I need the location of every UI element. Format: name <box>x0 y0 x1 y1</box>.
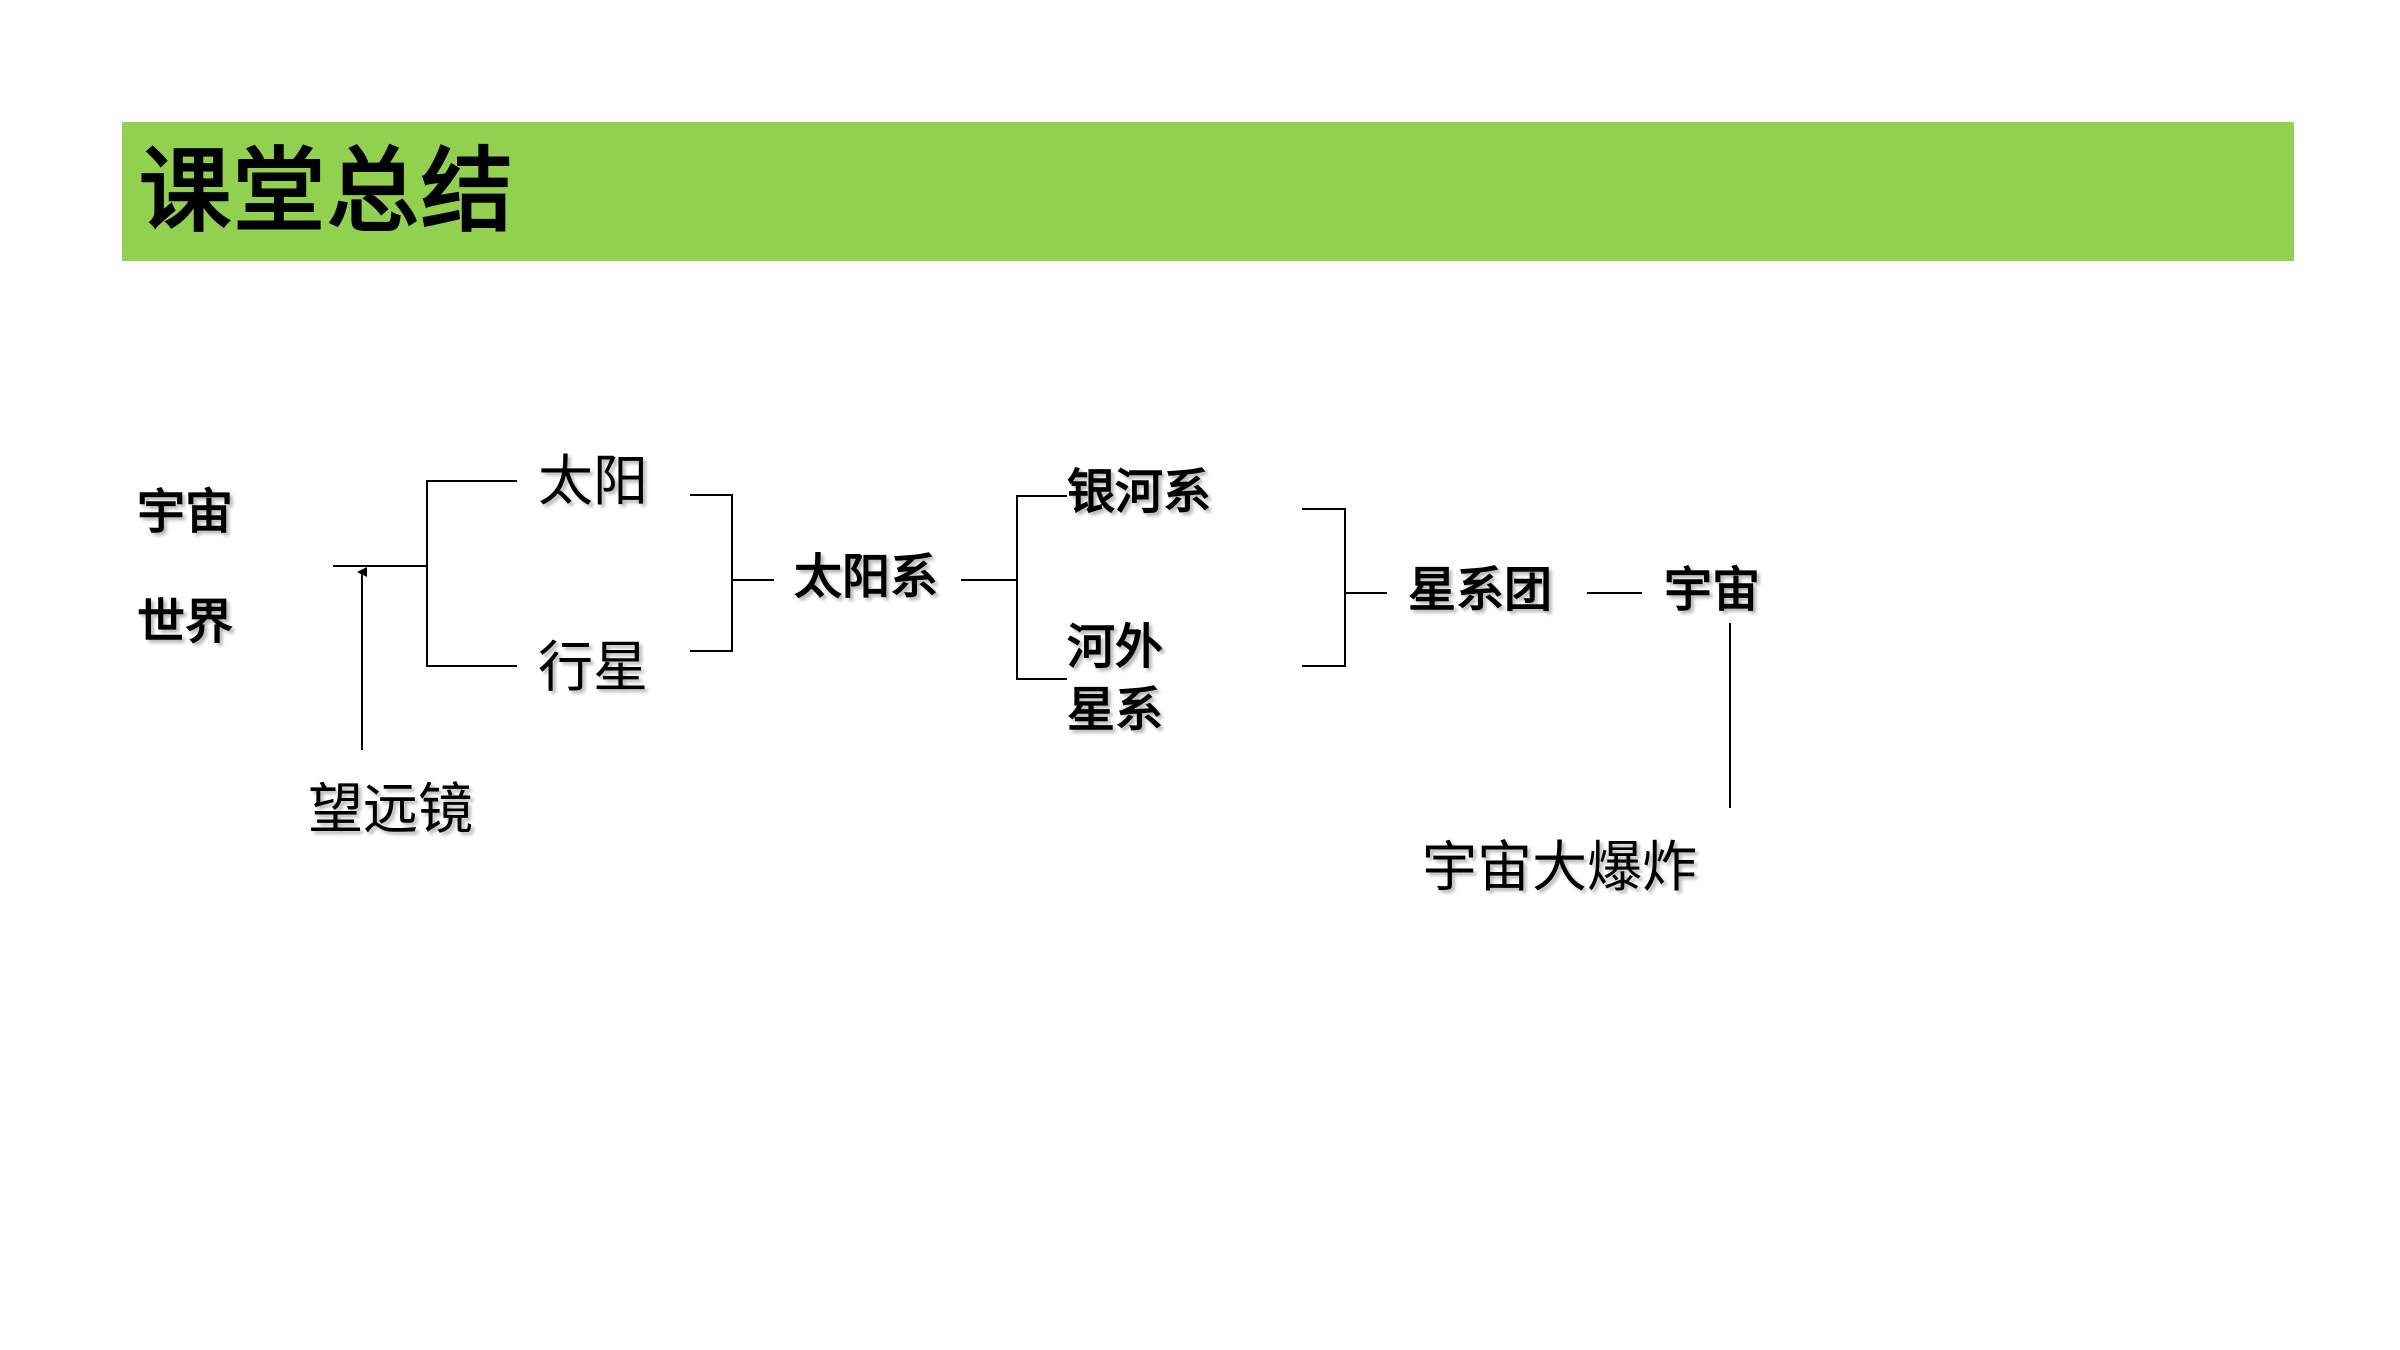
bracket-merge-solar <box>690 494 733 652</box>
bracket-merge-cluster <box>1302 508 1346 667</box>
label-universe: 宇宙 <box>1664 562 1761 618</box>
label-milky-way: 银河系 <box>1067 464 1212 520</box>
label-root-world: 世界 <box>137 594 234 650</box>
page-title: 课堂总结 <box>139 138 516 245</box>
label-galaxy-cluster: 星系团 <box>1408 562 1553 618</box>
label-big-bang: 宇宙大爆炸 <box>1422 835 1698 899</box>
label-extragalactic-line2: 星系 <box>1067 682 1164 738</box>
label-planet: 行星 <box>538 635 649 699</box>
label-telescope: 望远镜 <box>308 777 474 841</box>
label-extragalactic-line1: 河外 <box>1067 619 1164 675</box>
bracket-sun-planet <box>426 480 517 667</box>
title-banner: 课堂总结 <box>122 122 2294 261</box>
label-root-universe: 宇宙 <box>137 484 234 540</box>
label-sun: 太阳 <box>538 449 649 513</box>
label-solar-system: 太阳系 <box>794 549 939 605</box>
bracket-galaxies <box>1016 495 1067 680</box>
